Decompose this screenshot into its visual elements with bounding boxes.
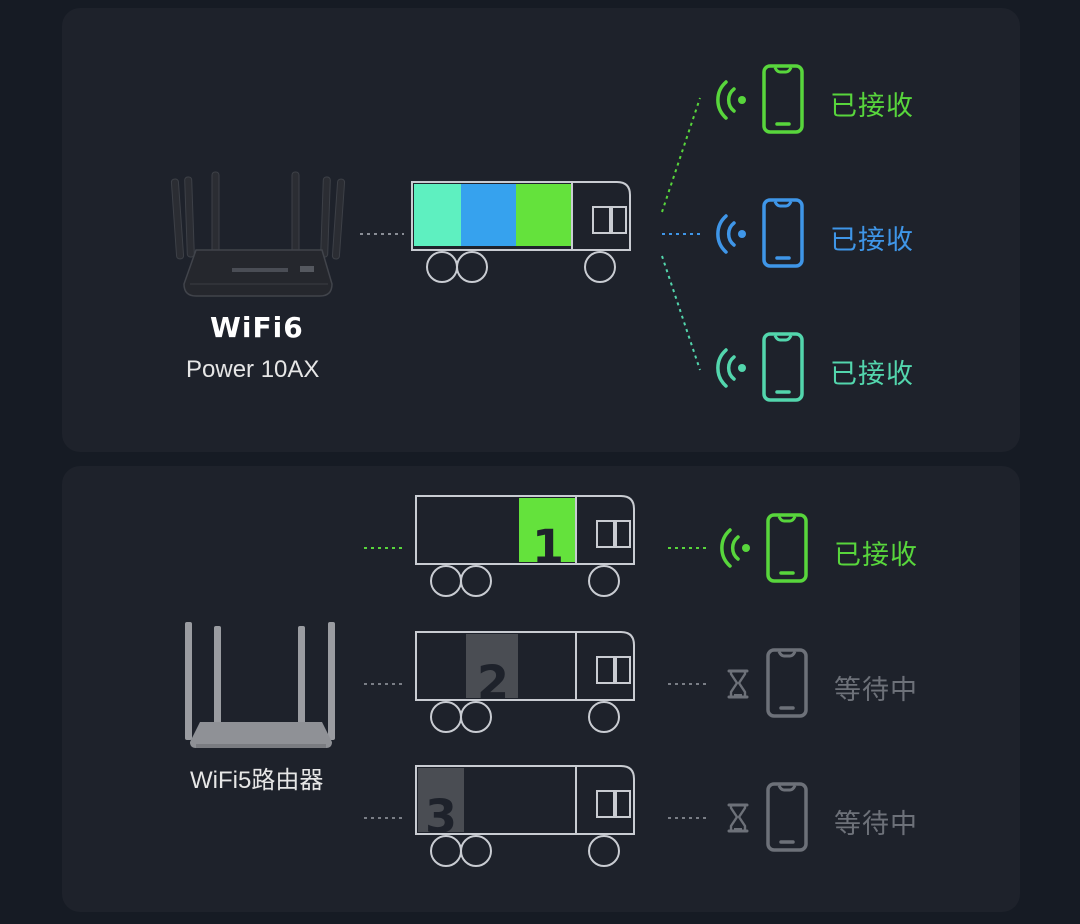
truck-3-device-status: 等待中 bbox=[834, 809, 918, 840]
hourglass-icon bbox=[727, 803, 749, 833]
packet-1-block bbox=[519, 498, 576, 562]
smartphone-icon bbox=[766, 513, 808, 583]
smartphone-icon bbox=[762, 198, 804, 268]
packet-number-3: 3 bbox=[425, 790, 457, 844]
smartphone-icon bbox=[766, 648, 808, 718]
wifi-signal-icon bbox=[716, 348, 748, 388]
truck-1-device-status: 已接收 bbox=[834, 540, 918, 571]
smartphone-icon bbox=[766, 782, 808, 852]
cargo-block-blue bbox=[461, 184, 516, 246]
cargo-block-green bbox=[516, 184, 572, 246]
wifi5-router-label: WiFi5路由器 bbox=[190, 767, 324, 794]
truck-3 bbox=[415, 765, 635, 867]
wifi6-logo: WiFi6 bbox=[210, 311, 304, 344]
hourglass-icon bbox=[727, 669, 749, 699]
cargo-block-mint bbox=[414, 184, 461, 246]
smartphone-icon bbox=[762, 64, 804, 134]
device-1-status: 已接收 bbox=[830, 91, 914, 122]
wifi-signal-icon bbox=[716, 214, 748, 254]
packet-3-block bbox=[418, 768, 464, 832]
router-model-label: Power 10AX bbox=[186, 356, 320, 383]
truck-2 bbox=[415, 631, 635, 733]
truck-1 bbox=[415, 495, 635, 597]
packet-2-block bbox=[466, 634, 518, 698]
wifi6-truck bbox=[411, 181, 631, 283]
device-2-status: 已接收 bbox=[830, 225, 914, 256]
wifi-signal-icon bbox=[716, 80, 748, 120]
wifi-signal-icon bbox=[720, 528, 752, 568]
link-device-3 bbox=[661, 255, 701, 371]
truck-2-device-status: 等待中 bbox=[834, 675, 918, 706]
wifi5-router-image bbox=[185, 622, 335, 748]
packet-number-1: 1 bbox=[532, 520, 564, 574]
link-device-1 bbox=[661, 97, 701, 213]
packet-number-2: 2 bbox=[477, 656, 509, 710]
smartphone-icon bbox=[762, 332, 804, 402]
wifi6-router-image bbox=[170, 171, 346, 297]
device-3-status: 已接收 bbox=[830, 359, 914, 390]
